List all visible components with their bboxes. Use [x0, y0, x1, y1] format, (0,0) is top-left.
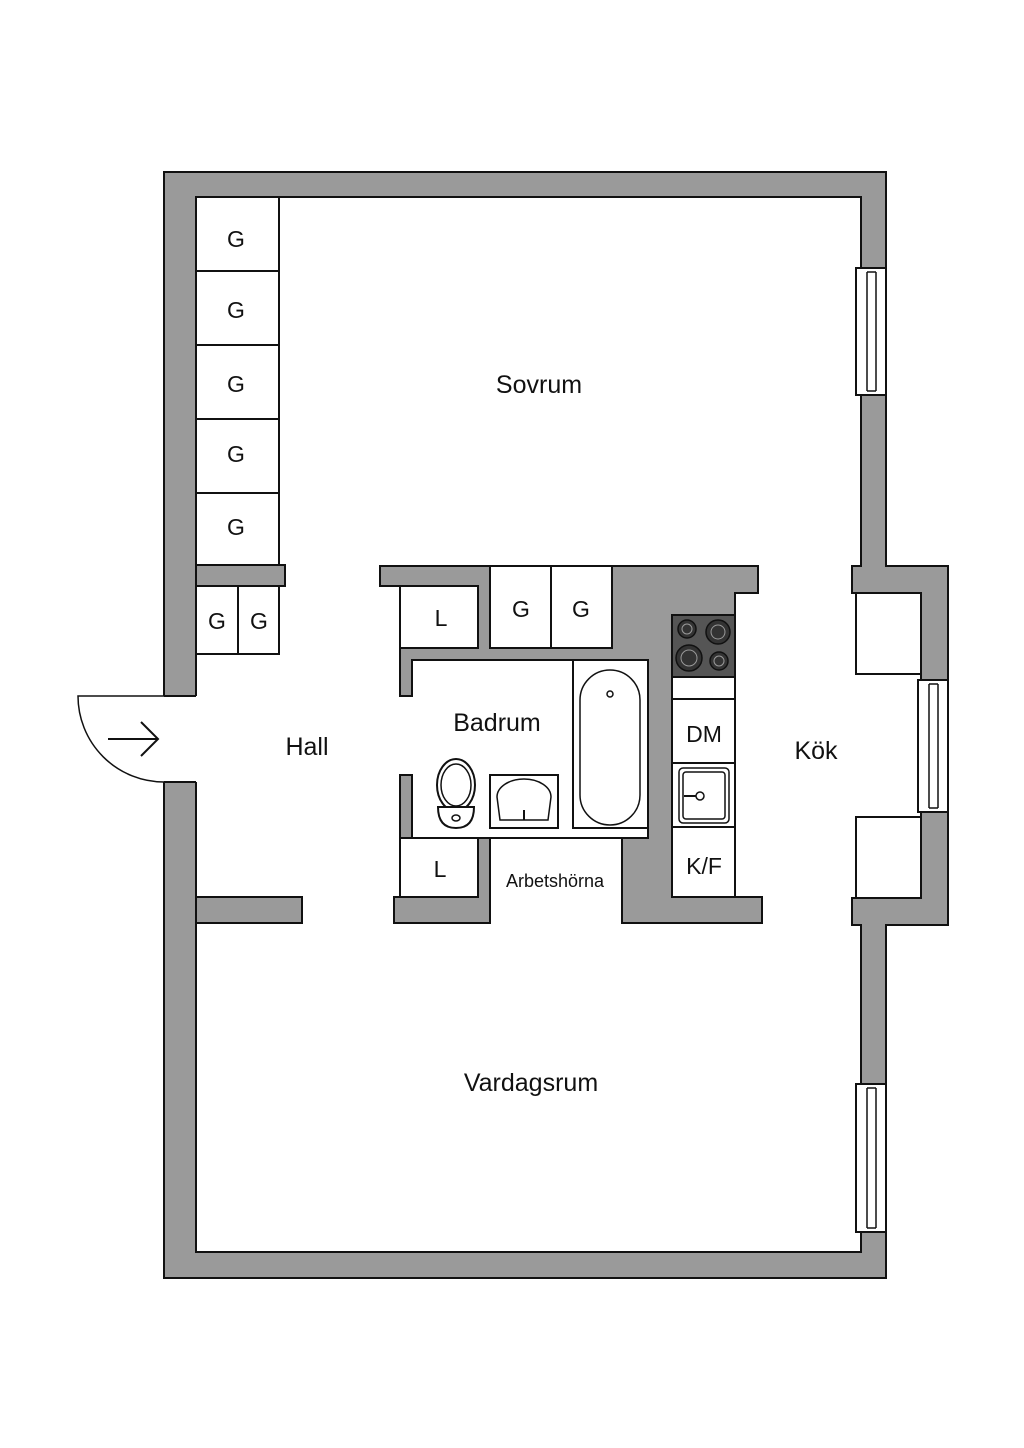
wardrobe-unit [195, 270, 280, 346]
bathtub [572, 659, 649, 829]
wardrobe-label: G [227, 297, 245, 323]
window-kok [917, 679, 949, 813]
kitchen-counter [671, 676, 736, 700]
wardrobe-label: G [227, 371, 245, 397]
wardrobe-unit [195, 344, 280, 420]
kitchen-sink [671, 762, 736, 828]
arrow-right-icon [108, 721, 160, 757]
kitchen-bay-counter-top [855, 592, 922, 675]
wall-hall-wardrobe-sep [195, 564, 286, 587]
wardrobe-unit [195, 418, 280, 494]
fridge-freezer [671, 826, 736, 898]
wardrobe-unit [489, 565, 552, 649]
linen-label: L [434, 856, 447, 882]
room-label-hall: Hall [285, 733, 328, 761]
wall-hall-living-stub [195, 896, 303, 924]
room-label-badrum: Badrum [453, 709, 541, 737]
room-label-vardagsrum: Vardagsrum [464, 1069, 598, 1097]
wardrobe-label: G [250, 608, 268, 634]
room-label-kok: Kök [794, 737, 838, 765]
center-wardrobes: G G [489, 565, 613, 649]
linen-label: L [435, 605, 448, 631]
room-label-sovrum: Sovrum [496, 371, 582, 399]
window-vardagsrum [855, 1083, 887, 1233]
wardrobe-unit [195, 492, 280, 566]
kitchen-bay-counter-bottom [855, 816, 922, 899]
dishwasher-label: DM [686, 721, 722, 747]
entrance-door [77, 695, 165, 783]
stove [671, 614, 736, 678]
wardrobe-unit [195, 196, 280, 272]
wardrobe-label: G [227, 226, 245, 252]
wardrobe-label: G [227, 514, 245, 540]
fridge-freezer-label: K/F [686, 853, 722, 879]
toilet [436, 758, 476, 830]
wardrobe-column: G G G G G [195, 196, 280, 566]
wardrobe-unit [550, 565, 613, 649]
linen-closet-top [399, 585, 479, 649]
wardrobe-label: G [572, 596, 590, 622]
wardrobe-unit [195, 585, 239, 655]
hall-wardrobes: G G [195, 585, 280, 655]
wardrobe-label: G [227, 441, 245, 467]
wardrobe-label: G [512, 596, 530, 622]
washbasin [489, 774, 559, 829]
room-label-arbetshorna: Arbetshörna [506, 871, 605, 891]
wardrobe-unit [237, 585, 280, 655]
linen-closet-bottom [399, 837, 479, 898]
wardrobe-label: G [208, 608, 226, 634]
window-sovrum [855, 267, 887, 396]
